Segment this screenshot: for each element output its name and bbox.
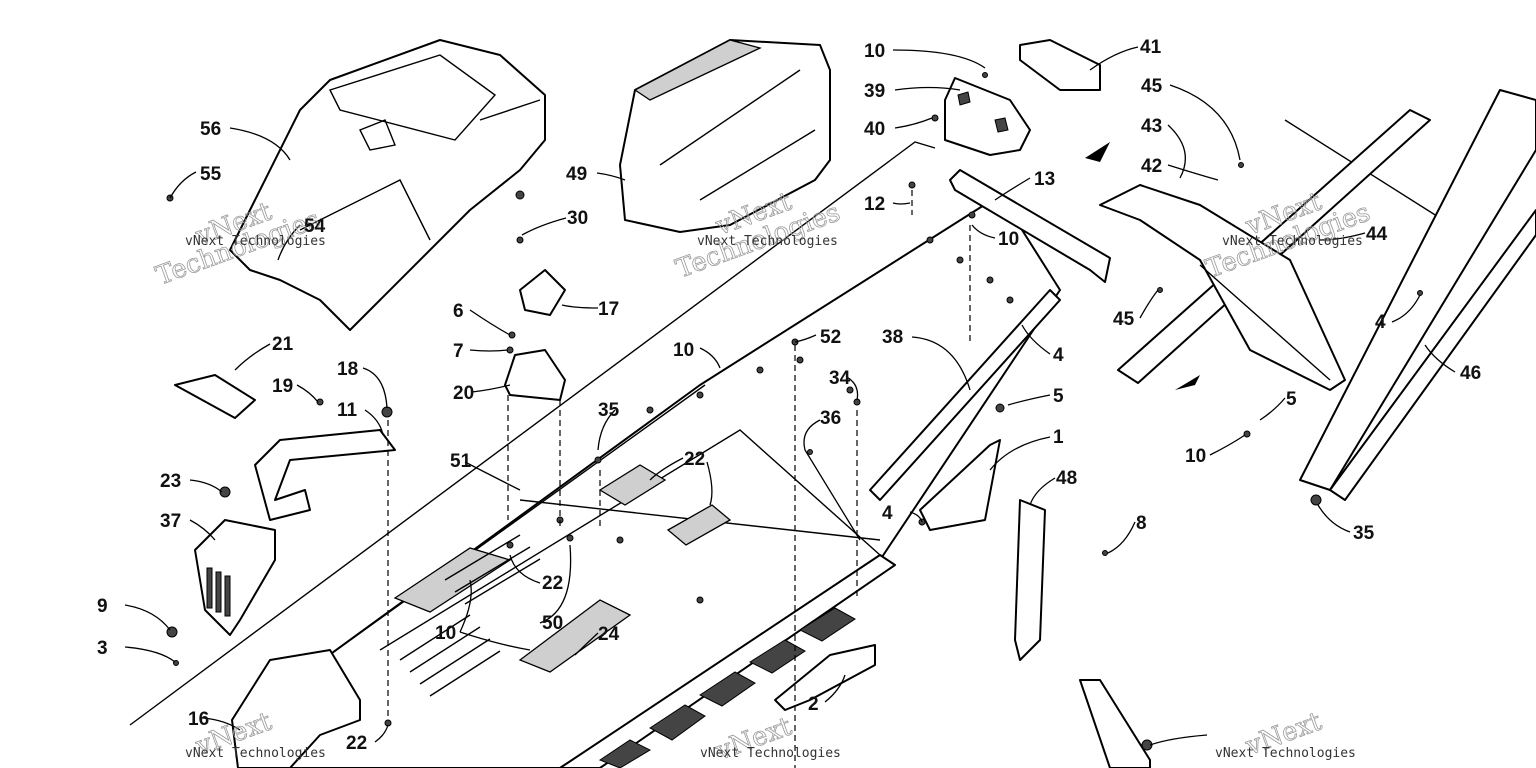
taillight-housing <box>944 77 1031 156</box>
callout-label: 48 <box>1056 468 1077 489</box>
callout-label: 2 <box>808 694 819 715</box>
callout-label: 30 <box>567 208 588 229</box>
taillight-lens <box>1019 39 1101 91</box>
watermark-caption: vNext Technologies <box>185 746 326 761</box>
callout-label: 17 <box>598 299 619 320</box>
callout-label: 22 <box>542 573 563 594</box>
callouts: 10 41 45 39 40 43 42 56 55 54 49 30 13 1… <box>97 37 1481 754</box>
callout-label: 42 <box>1141 156 1162 177</box>
bracket-37 <box>1014 499 1046 661</box>
callout-label: 5 <box>1286 389 1297 410</box>
callout-label: 16 <box>188 709 209 730</box>
callout-label: 39 <box>864 81 885 102</box>
callout-label: 5 <box>1053 386 1064 407</box>
assembly-lines <box>387 190 971 768</box>
direction-arrows <box>1085 142 1200 390</box>
callout-label: 1 <box>1053 427 1064 448</box>
callout-label: 18 <box>337 359 358 380</box>
callout-label: 10 <box>673 340 694 361</box>
callout-label: 37 <box>160 511 181 532</box>
callout-label: 43 <box>1141 116 1162 137</box>
watermark-caption: vNext Technologies <box>697 234 838 249</box>
callout-label: 24 <box>598 624 620 645</box>
callout-label: 46 <box>1460 363 1481 384</box>
running-board <box>559 554 896 768</box>
callout-label: 44 <box>1366 224 1388 245</box>
callout-label: 40 <box>864 119 885 140</box>
cover-20 <box>174 374 256 419</box>
callout-label: 12 <box>864 194 885 215</box>
callout-label: 7 <box>453 341 464 362</box>
bracket-lower-right <box>1079 679 1151 768</box>
callout-label: 21 <box>272 334 294 355</box>
callout-label: 49 <box>566 164 587 185</box>
callout-label: 20 <box>453 383 474 404</box>
callout-label: 10 <box>998 229 1019 250</box>
callout-label: 54 <box>304 216 326 237</box>
watermark-caption: vNext Technologies <box>1215 746 1356 761</box>
watermark-caption: vNext Technologies <box>185 234 326 249</box>
watermark-caption: vNext Technologies <box>1222 234 1363 249</box>
callout-label: 45 <box>1113 309 1135 330</box>
callout-label: 50 <box>542 613 563 634</box>
bracket-3 <box>774 644 876 711</box>
callout-label: 52 <box>820 327 841 348</box>
callout-label: 10 <box>864 41 885 62</box>
callout-label: 55 <box>200 164 222 185</box>
callout-label: 41 <box>1140 37 1162 58</box>
snowflap-assembly <box>1099 184 1346 391</box>
bracket-38 <box>869 289 1061 501</box>
callout-label: 34 <box>829 368 851 389</box>
bracket-7 <box>504 349 566 401</box>
callout-label: 23 <box>160 471 181 492</box>
callout-label: 38 <box>882 327 903 348</box>
callout-label: 4 <box>882 503 893 524</box>
callout-label: 4 <box>1375 312 1386 333</box>
callout-label: 22 <box>346 733 367 754</box>
callout-label: 35 <box>598 400 620 421</box>
hitch-bracket-18 <box>254 429 396 521</box>
leader-lines <box>124 46 1456 746</box>
fasteners <box>166 72 1423 751</box>
callout-label: 6 <box>453 301 464 322</box>
callout-label: 19 <box>272 376 293 397</box>
seat-part <box>229 39 546 331</box>
callout-label: 8 <box>1136 513 1147 534</box>
callout-label: 11 <box>337 400 358 421</box>
callout-label: 56 <box>200 119 221 140</box>
tunnel-part <box>239 194 1061 768</box>
callout-label: 45 <box>1141 76 1163 97</box>
callout-label: 3 <box>97 638 108 659</box>
callout-label: 36 <box>820 408 841 429</box>
callout-label: 13 <box>1034 169 1055 190</box>
front-bracket-2 <box>231 649 361 768</box>
callout-label: 10 <box>435 623 456 644</box>
callout-label: 10 <box>1185 446 1206 467</box>
bracket-17 <box>519 269 566 316</box>
bumper-rail <box>1117 89 1536 501</box>
storage-bag <box>619 39 831 233</box>
callout-label: 51 <box>450 451 472 472</box>
heat-shield-23 <box>194 519 276 636</box>
bracket-13 <box>949 169 1111 283</box>
plate-36 <box>919 439 1001 531</box>
watermark-caption: vNext Technologies <box>700 746 841 761</box>
callout-label: 22 <box>684 449 705 470</box>
callout-label: 9 <box>97 596 108 617</box>
callout-label: 35 <box>1353 523 1375 544</box>
callout-label: 4 <box>1053 345 1064 366</box>
